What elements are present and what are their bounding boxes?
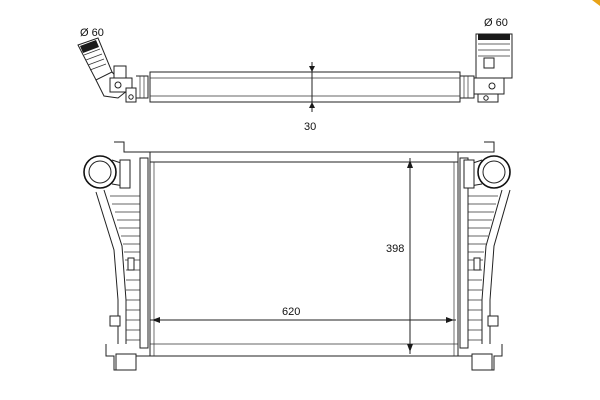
top-left-diameter-label: Ø 60	[80, 27, 104, 39]
front-view	[83, 141, 511, 371]
left-inlet-port	[83, 155, 131, 189]
width-dimension	[150, 317, 456, 323]
right-tank	[457, 141, 511, 371]
right-outlet-port	[463, 155, 511, 189]
height-label: 398	[386, 243, 404, 255]
depth-label: 30	[304, 121, 316, 133]
left-tank	[95, 141, 151, 371]
left-hose-top	[77, 37, 149, 103]
height-dimension	[407, 158, 413, 354]
core	[149, 151, 459, 357]
corner-accent-mark	[592, 0, 600, 6]
right-hose-top	[460, 33, 513, 103]
top-tube	[149, 71, 461, 103]
width-label: 620	[282, 306, 300, 318]
top-right-diameter-label: Ø 60	[484, 17, 508, 29]
depth-dimension	[309, 62, 315, 112]
top-view	[77, 33, 513, 112]
